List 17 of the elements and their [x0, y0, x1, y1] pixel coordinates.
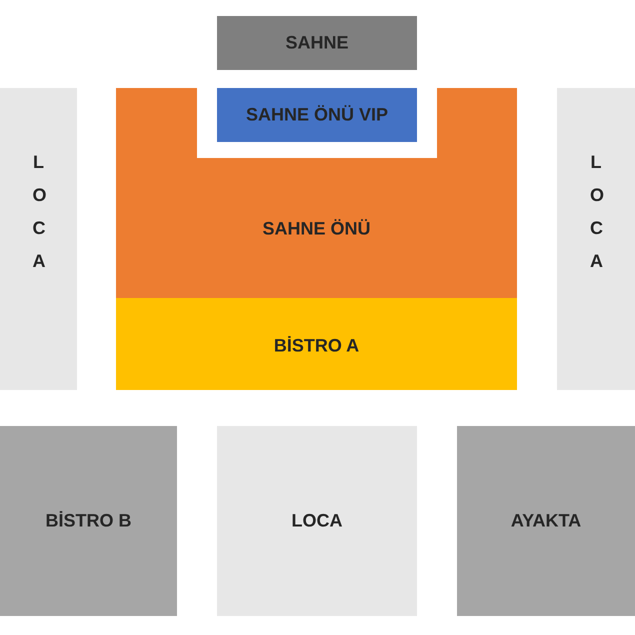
section-label: SAHNE ÖNÜ VIP	[246, 104, 388, 124]
bistro-section	[116, 298, 517, 390]
section-label: SAHNE ÖNÜ	[262, 218, 370, 238]
section-label: BİSTRO B	[45, 510, 132, 530]
section-label: AYAKTA	[510, 510, 582, 530]
box-seating-section	[557, 88, 635, 390]
section-label: LOCA	[32, 150, 44, 273]
standing-section	[457, 426, 635, 616]
vip-section	[217, 88, 417, 142]
section-label: LOCA	[590, 150, 602, 273]
stage-area	[217, 16, 417, 70]
bistro-section	[0, 426, 177, 616]
box-seating-section	[217, 426, 417, 616]
section-label: BİSTRO A	[274, 335, 360, 356]
section-label: SAHNE	[285, 32, 348, 52]
box-seating-section	[0, 88, 77, 390]
section-label: LOCA	[292, 510, 342, 530]
